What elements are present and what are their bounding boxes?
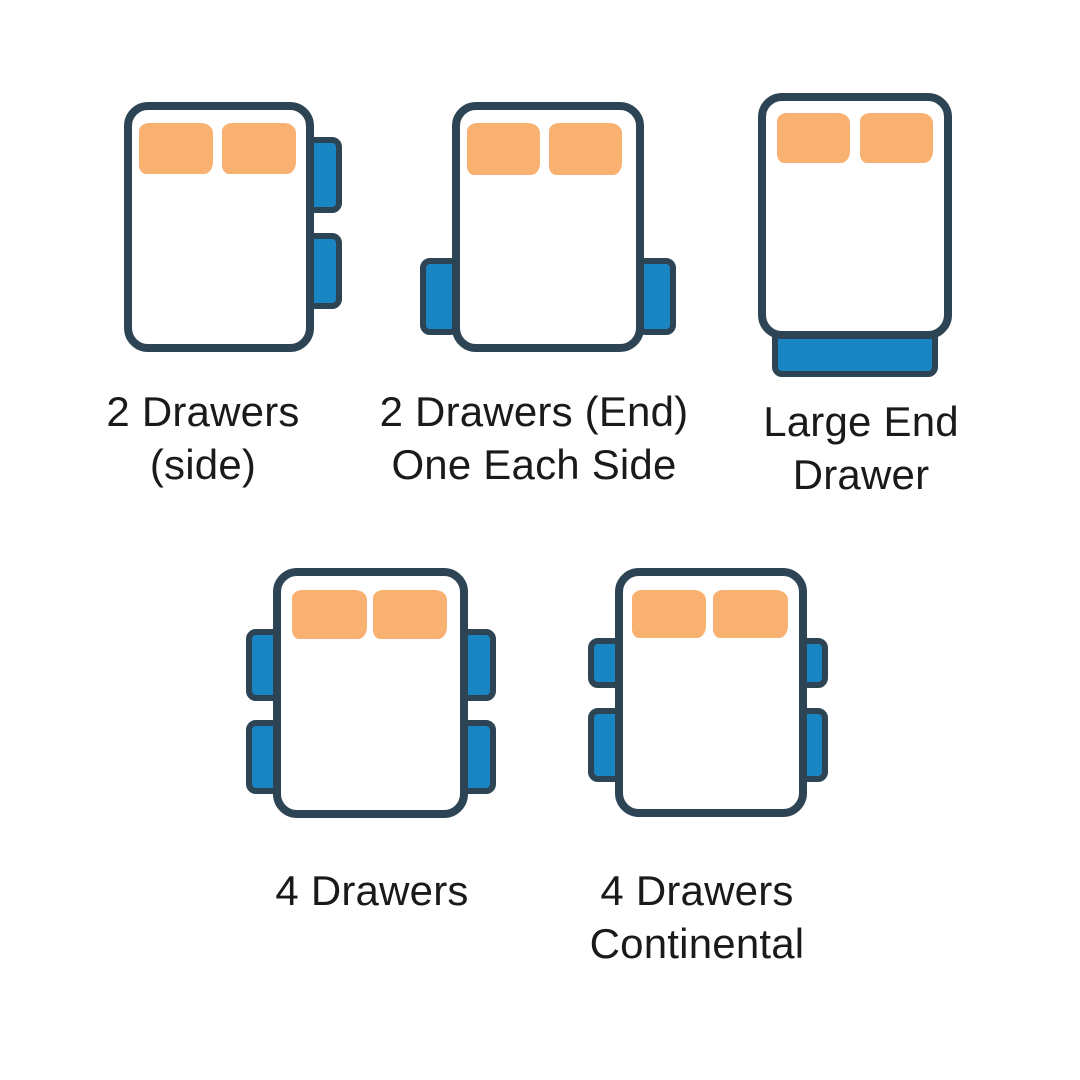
figure-label-line: Drawer bbox=[792, 451, 930, 498]
pillow-right bbox=[549, 123, 622, 175]
bed-outline bbox=[615, 568, 807, 817]
pillow-left bbox=[292, 590, 367, 639]
pillow-left bbox=[777, 113, 850, 163]
figure-label-line: (side) bbox=[149, 441, 257, 488]
figure-label: 4 Drawers bbox=[222, 864, 522, 917]
figure-label-line: Large End bbox=[763, 398, 959, 445]
bed-outline bbox=[273, 568, 468, 818]
figure-label: 2 Drawers (side) bbox=[53, 385, 353, 491]
pillow-right bbox=[222, 123, 296, 174]
pillow-right bbox=[373, 590, 447, 639]
figure-label-line: 2 Drawers (End) bbox=[379, 388, 689, 435]
bed-outline bbox=[452, 102, 644, 352]
figure-label: 2 Drawers (End) One Each Side bbox=[354, 385, 714, 491]
pillow-left bbox=[139, 123, 213, 174]
bed-outline bbox=[758, 93, 952, 339]
pillow-left bbox=[632, 590, 706, 638]
pillow-right bbox=[713, 590, 788, 638]
figure-label-line: 4 Drawers bbox=[600, 867, 794, 914]
bed-outline bbox=[124, 102, 314, 352]
figure-label-line: Continental bbox=[589, 920, 805, 967]
figure-label-line: 4 Drawers bbox=[275, 867, 469, 914]
pillow-left bbox=[467, 123, 540, 175]
figure-label: Large End Drawer bbox=[711, 395, 1011, 501]
figure-label-line: One Each Side bbox=[391, 441, 677, 488]
pillow-right bbox=[860, 113, 933, 163]
figure-label-line: 2 Drawers bbox=[106, 388, 300, 435]
figure-label: 4 Drawers Continental bbox=[547, 864, 847, 970]
